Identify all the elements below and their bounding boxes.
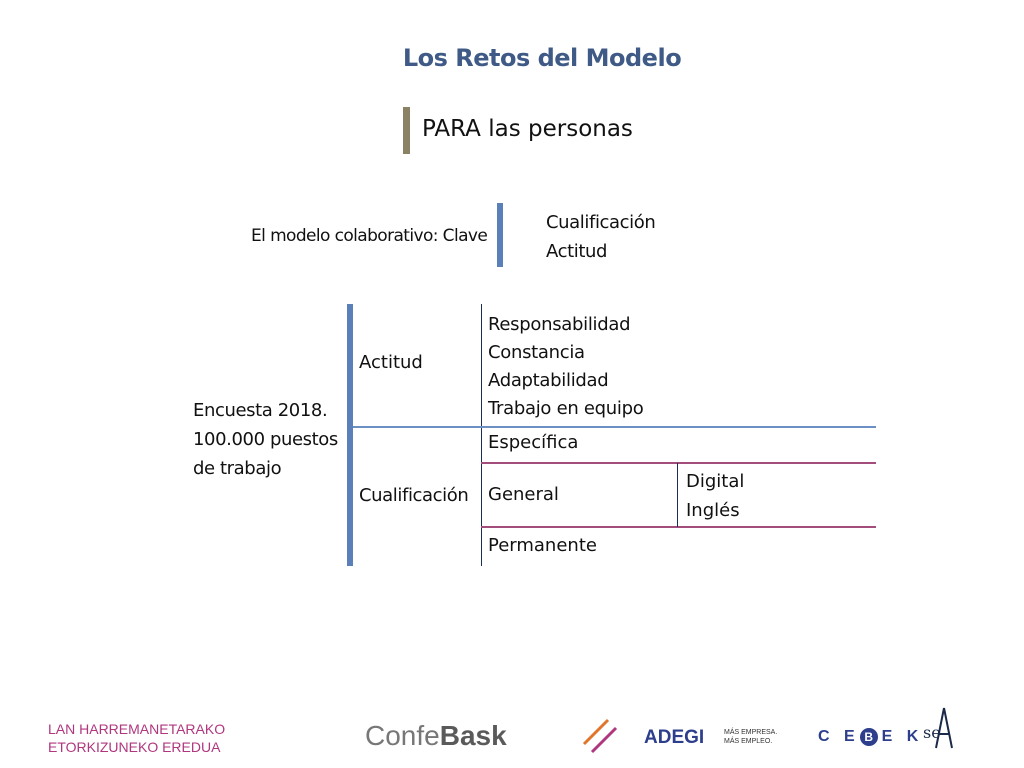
footer-line: LAN HARREMANETARAKO [48,721,226,737]
clave-item: Cualificación [546,212,656,233]
actitud-item: Trabajo en equipo [488,398,644,419]
actitud-item: Adaptabilidad [488,370,609,391]
cualificacion-permanente: Permanente [488,535,597,556]
tree-separator-blue [353,426,876,428]
confebask-logo-bold: Bask [439,720,507,751]
cualificacion-especifica: Específica [488,432,579,453]
footer-text: LAN HARREMANETARAKO ETORKIZUNEKO EREDUA [48,720,225,756]
tree-separator-pink [481,462,876,464]
svg-text:se: se [923,723,941,742]
adegi-tagline: MÁS EMPRESA. MÁS EMPLEO. [724,728,777,746]
clave-divider-bar [497,203,503,267]
adegi-tagline-line: MÁS EMPRESA. [724,729,778,736]
cualificacion-general: General [488,484,559,505]
tree-separator-pink [481,526,876,528]
slide-title: Los Retos del Modelo [402,44,682,72]
general-item: Inglés [686,500,740,521]
encuesta-line: 100.000 puestos [193,429,338,450]
actitud-items: Responsabilidad Constancia Adaptabilidad… [488,311,644,423]
general-item: Digital [686,471,745,492]
slash-logo-icon [582,718,618,754]
subtitle-accent-bar [403,107,410,154]
confebask-logo-part: Confe [365,720,440,751]
actitud-item: Responsabilidad [488,314,631,335]
adegi-tagline-line: MÁS EMPLEO. [724,738,773,745]
general-items: Digital Inglés [686,467,744,525]
encuesta-line: Encuesta 2018. [193,400,328,421]
actitud-item: Constancia [488,342,585,363]
cebek-b-icon: B [859,728,878,746]
sea-logo-icon: se [923,707,953,749]
actitud-label: Actitud [359,352,423,373]
footer-line: ETORKIZUNEKO EREDUA [48,739,221,755]
tree-main-bar [347,304,353,566]
clave-label: El modelo colaborativo: Clave [251,226,488,246]
clave-items: Cualificación Actitud [546,208,656,266]
slide-subtitle: PARA las personas [422,116,633,142]
confebask-logo: ConfeBask [365,720,507,752]
encuesta-label: Encuesta 2018. 100.000 puestos de trabaj… [193,396,338,483]
encuesta-line: de trabajo [193,458,282,479]
tree-divider-line [481,304,482,566]
adegi-logo: ADEGI [644,727,705,748]
clave-item: Actitud [546,241,608,262]
cualificacion-label: Cualificación [359,485,469,506]
tree-divider-line [677,463,678,527]
